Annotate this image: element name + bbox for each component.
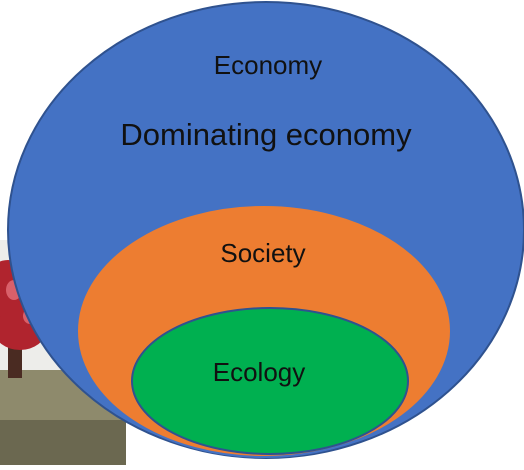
photo-ground-band [0,420,126,465]
ecology-label: Ecology [213,357,306,387]
society-label: Society [220,238,305,268]
economy-label: Economy [214,50,322,80]
ecology-circle [131,307,409,455]
economy-subtitle: Dominating economy [120,117,412,152]
